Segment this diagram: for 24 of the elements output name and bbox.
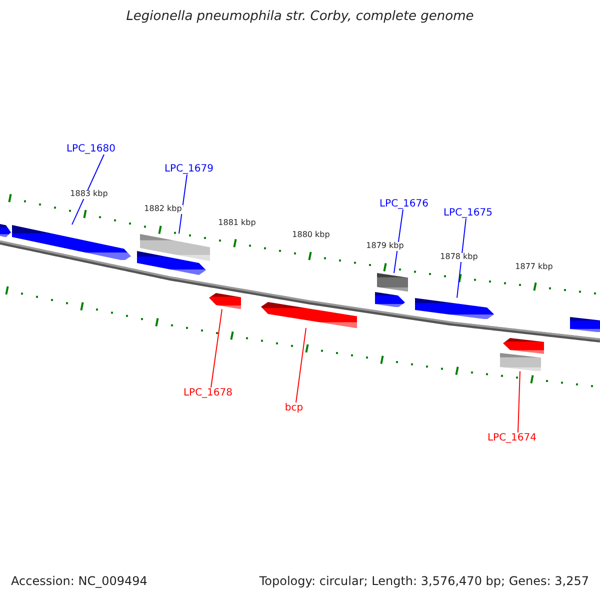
scale-label: 1880 kbp — [291, 231, 331, 240]
gene-label: bcp — [284, 402, 304, 414]
scale-label: 1882 kbp — [143, 205, 183, 214]
scale-label: 1883 kbp — [69, 190, 109, 199]
genome-summary-text: Topology: circular; Length: 3,576,470 bp; Genes: 3,257 — [258, 574, 590, 588]
scale-label: 1879 kbp — [365, 242, 405, 251]
leader-line — [394, 209, 404, 274]
leader-line — [456, 218, 466, 298]
scale-label: 1878 kbp — [439, 253, 479, 262]
leader-line — [210, 308, 222, 388]
gene-label: LPC_1676 — [379, 198, 429, 210]
leader-line — [518, 370, 520, 433]
leader-line — [296, 328, 306, 403]
accession-text: Accession: NC_009494 — [10, 574, 148, 588]
gene-label: LPC_1678 — [183, 388, 233, 398]
scale-label: 1877 kbp — [514, 263, 554, 272]
gene-label: LPC_1675 — [443, 208, 493, 218]
gene-label: LPC_1680 — [66, 144, 116, 154]
title: Legionella pneumophila str. Corby, complete genome — [125, 10, 475, 24]
scale-label: 1881 kbp — [217, 219, 257, 228]
gene-label: LPC_1679 — [164, 164, 214, 174]
leader-line — [178, 174, 188, 234]
gene-label: LPC_1674 — [487, 432, 537, 444]
leader-line — [72, 154, 104, 226]
